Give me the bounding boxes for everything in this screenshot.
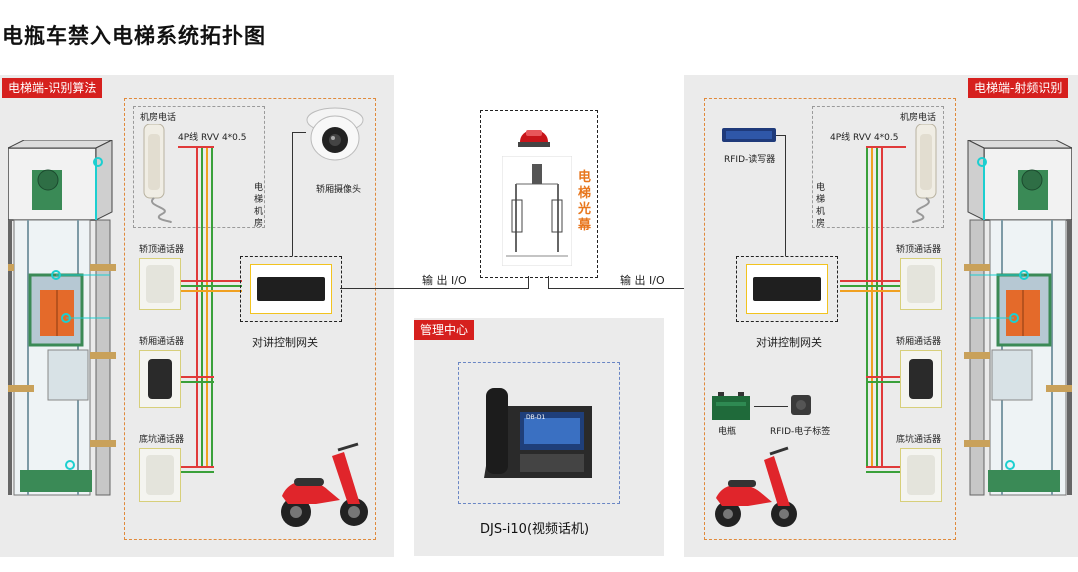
rfid-tag-icon [791,395,811,415]
left-wire-gateway-3 [178,290,242,292]
left-io-connector [340,288,528,289]
left-wire-pit-2 [178,471,214,473]
speaker-icon [146,265,174,303]
battery-icon [712,392,750,420]
right-wire-green2 [866,148,868,468]
right-wire-green [876,148,878,468]
gateway-icon [753,277,821,301]
left-gateway-box [240,256,342,322]
left-wire-orange [206,148,208,468]
left-wire-pit-1 [178,466,214,468]
left-wire-gateway-1 [178,280,242,282]
speaker-icon [907,265,935,303]
light-curtain-label: 电梯光幕 [578,170,592,233]
light-curtain-box [480,110,598,278]
left-electric-scooter-icon [281,442,368,527]
left-top-intercom [139,258,181,310]
right-wire-car-2 [866,381,902,383]
speaker-icon [907,455,935,495]
right-panel-tag: 电梯端-射频识别 [968,78,1069,98]
left-elevator-shaft-illustration [8,140,116,496]
battery-tag-link [754,406,788,407]
left-car-intercom-label: 轿厢通话器 [139,337,185,347]
left-panel-tag: 电梯端-识别算法 [2,78,103,98]
page-title: 电瓶车禁入电梯系统拓扑图 [2,24,266,48]
right-io-connector [548,288,738,289]
left-car-intercom [139,350,181,408]
right-car-intercom [900,350,942,408]
right-wire-car-1 [866,376,902,378]
right-car-intercom-label: 轿厢通话器 [896,337,942,347]
video-phone-screen-text: DB-D1 [526,414,546,421]
left-wire-gateway-2 [178,285,242,287]
management-center-tag: 管理中心 [414,320,475,340]
right-wire-red [881,148,883,468]
left-cable-label: 4P线 RVV 4*0.5 [178,133,247,143]
right-gateway-label: 对讲控制网关 [756,336,822,349]
right-wire-pit-2 [866,471,902,473]
left-gateway-label: 对讲控制网关 [252,336,318,349]
right-io-connector-up [548,276,549,289]
left-car-camera-icon [306,107,364,161]
right-machine-phone-handset-icon [912,124,937,223]
right-machine-phone-label: 机房电话 [900,113,937,123]
video-phone-box [458,362,620,504]
left-gateway-device [250,264,332,314]
right-machine-room-label: 电梯机房 [816,183,826,229]
right-wire-gateway-2 [840,285,900,287]
battery-label: 电瓶 [718,427,737,437]
right-pit-intercom-label: 底坑通话器 [896,435,942,445]
io-output-right-label: 输 出 I/O [620,274,665,287]
left-wire-red [196,148,198,468]
left-machine-phone-label: 机房电话 [140,113,177,123]
left-pit-intercom-label: 底坑通话器 [139,435,185,445]
rfid-reader-icon [722,128,776,142]
left-top-intercom-label: 轿顶通话器 [139,245,185,255]
right-pit-intercom [900,448,942,502]
right-top-intercom [900,258,942,310]
speaker-icon [148,359,172,399]
io-output-left-label: 输 出 I/O [422,274,467,287]
rfid-reader-link [785,135,786,256]
left-wire-top [178,146,214,148]
rfid-reader-label: RFID-读写器 [724,155,776,165]
left-wire-car-1 [178,376,214,378]
left-pit-intercom [139,448,181,502]
left-machine-room-box [133,106,265,228]
left-machine-room-label: 电梯机房 [254,183,264,229]
left-wire-green [201,148,203,468]
right-cable-label: 4P线 RVV 4*0.5 [830,133,899,143]
left-wire-car-2 [178,381,214,383]
right-elevator-shaft-illustration [964,140,1072,496]
right-gateway-box [736,256,838,322]
rfid-reader-link-top [776,135,786,136]
left-equipment-region [124,98,376,540]
right-machine-room-box [812,106,944,228]
video-phone-icon [484,388,592,478]
right-wire-orange [871,148,873,468]
right-wire-gateway-1 [840,280,900,282]
left-io-connector-up [528,276,529,289]
rfid-tag-label: RFID-电子标签 [770,427,831,437]
right-wire-top [866,146,906,148]
left-wire-green2 [211,148,213,468]
right-gateway-device [746,264,828,314]
speaker-icon [909,359,933,399]
left-camera-link [292,132,293,256]
alarm-light-icon [518,130,550,147]
right-top-intercom-label: 轿顶通话器 [896,245,942,255]
video-phone-model-label: DJS-i10(视频话机) [480,522,590,537]
gateway-icon [257,277,325,301]
left-machine-phone-handset-icon [143,124,172,223]
right-wire-pit-1 [866,466,902,468]
light-curtain-illustration [502,156,572,266]
left-car-camera-label: 轿厢摄像头 [316,185,362,195]
right-electric-scooter-icon [715,446,797,527]
left-camera-link-top [292,132,306,133]
right-wire-gateway-3 [840,290,900,292]
right-equipment-region [704,98,956,540]
speaker-icon [146,455,174,495]
